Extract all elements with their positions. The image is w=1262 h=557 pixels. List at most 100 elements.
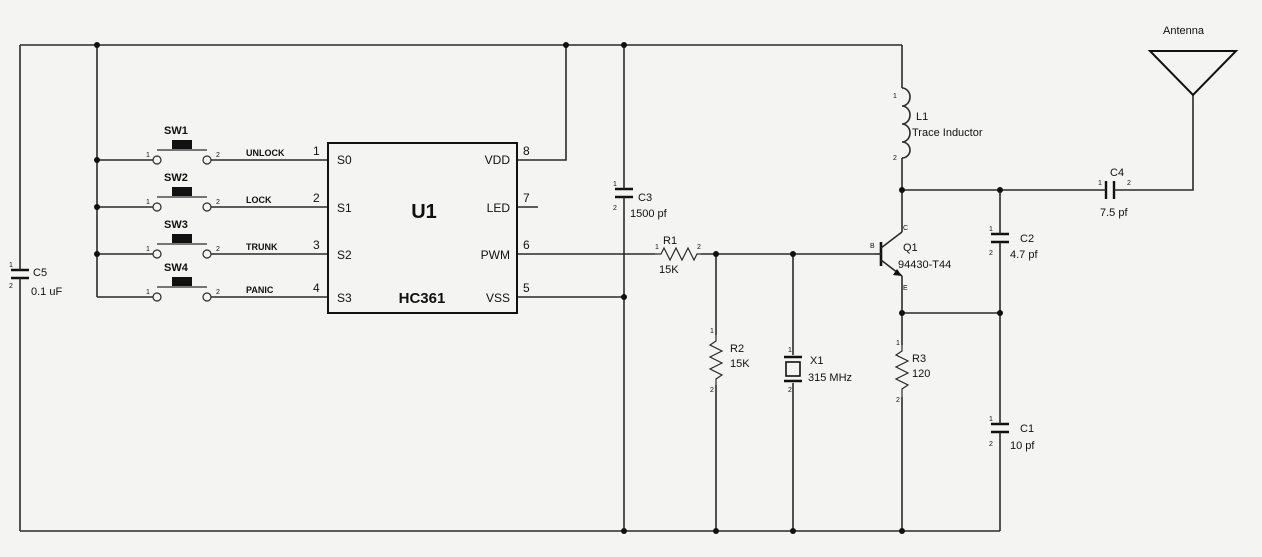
c5-value: 0.1 uF <box>31 286 62 298</box>
pin-number: 1 <box>710 328 714 335</box>
sw1-net-label: UNLOCK <box>246 148 285 158</box>
pin-number: 2 <box>1127 180 1131 187</box>
pin-number: 2 <box>989 250 993 257</box>
junction-dot <box>94 157 100 163</box>
junction-dot <box>621 294 627 300</box>
pin-number: 1 <box>788 347 792 354</box>
junction-dot <box>899 528 905 534</box>
sw2-ref: SW2 <box>164 172 188 184</box>
r2-ref: R2 <box>730 343 744 355</box>
u1-pin-number: 3 <box>313 238 320 252</box>
junction-dot <box>899 310 905 316</box>
r3-ref: R3 <box>912 353 926 365</box>
q1-collector-label: C <box>903 225 908 232</box>
u1-pin-name: S3 <box>337 291 352 305</box>
r1-ref: R1 <box>663 235 677 247</box>
antenna: Antenna <box>1147 25 1239 97</box>
junction-dot <box>713 528 719 534</box>
pin-number: 2 <box>697 244 701 251</box>
q1-base-label: B <box>870 243 875 250</box>
sw2-net-label: LOCK <box>246 195 272 205</box>
junction-dot <box>94 42 100 48</box>
pin-number: 1 <box>893 93 897 100</box>
junction-dot <box>997 187 1003 193</box>
junction-dot <box>621 528 627 534</box>
pin-number: 1 <box>1098 180 1102 187</box>
switch-sw4: 1 2 SW4 PANIC <box>146 262 274 302</box>
u1-pin-number: 5 <box>523 281 530 295</box>
switch-sw3: 1 2 SW3 TRUNK <box>146 219 278 259</box>
c2-value: 4.7 pf <box>1010 249 1038 261</box>
pin-number: 2 <box>989 441 993 448</box>
u1-part: HC361 <box>399 290 446 307</box>
pin-number: 2 <box>893 155 897 162</box>
c1-value: 10 pf <box>1010 440 1035 452</box>
sw3-ref: SW3 <box>164 219 188 231</box>
junction-dot <box>790 251 796 257</box>
c2-ref: C2 <box>1020 233 1034 245</box>
u1-pin-number: 6 <box>523 238 530 252</box>
crystal-x1: 1 2 X1 315 MHz <box>784 347 852 394</box>
c3-ref: C3 <box>638 192 652 204</box>
junction-dot <box>790 528 796 534</box>
pin-number: 2 <box>896 397 900 404</box>
pin-number: 1 <box>989 226 993 233</box>
transistor-q1: B C E Q1 94430-T44 <box>870 225 951 292</box>
sw4-ref: SW4 <box>164 262 189 274</box>
x1-value: 315 MHz <box>808 372 852 384</box>
junction-dot <box>899 187 905 193</box>
c4-value: 7.5 pf <box>1100 207 1128 219</box>
pin-number: 2 <box>216 246 220 253</box>
inductor-l1: 1 2 L1 Trace Inductor <box>893 87 983 162</box>
c3-value: 1500 pf <box>630 208 668 220</box>
u1-pin-name: VDD <box>485 153 511 167</box>
q1-ref: Q1 <box>903 242 918 254</box>
q1-value: 94430-T44 <box>898 259 951 271</box>
capacitor-c4: 1 2 C4 7.5 pf <box>1098 167 1131 219</box>
junction-dot <box>621 42 627 48</box>
pin-number: 1 <box>989 416 993 423</box>
u1-pin-number: 2 <box>313 191 320 205</box>
ic-u1: 1 2 3 4 S0 S1 S2 S3 8 7 6 5 VDD LED PWM … <box>313 142 530 314</box>
q1-emitter-label: E <box>903 285 908 292</box>
resistor-r3: 1 2 R3 120 <box>894 340 930 404</box>
u1-pin-name: PWM <box>481 248 510 262</box>
r1-value: 15K <box>659 264 679 276</box>
l1-value: Trace Inductor <box>912 127 983 139</box>
pin-number: 2 <box>9 283 13 290</box>
pin-number: 1 <box>655 244 659 251</box>
pin-number: 1 <box>146 199 150 206</box>
pin-number: 1 <box>896 340 900 347</box>
junctions <box>94 42 1003 534</box>
c1-ref: C1 <box>1020 423 1034 435</box>
u1-pin-number: 7 <box>523 191 530 205</box>
u1-pin-name: S2 <box>337 248 352 262</box>
pin-number: 1 <box>146 246 150 253</box>
sw4-net-label: PANIC <box>246 285 274 295</box>
junction-dot <box>997 310 1003 316</box>
capacitor-c1: 1 2 C1 10 pf <box>989 416 1035 452</box>
pin-number: 1 <box>613 181 617 188</box>
antenna-label: Antenna <box>1163 25 1205 37</box>
junction-dot <box>563 42 569 48</box>
junction-dot <box>713 251 719 257</box>
pin-number: 1 <box>9 262 13 269</box>
junction-dot <box>94 204 100 210</box>
pin-number: 2 <box>216 199 220 206</box>
sw3-net-label: TRUNK <box>246 242 278 252</box>
r2-value: 15K <box>730 358 750 370</box>
pin-number: 1 <box>146 152 150 159</box>
sw1-ref: SW1 <box>164 125 188 137</box>
c5-ref: C5 <box>33 267 47 279</box>
u1-pin-number: 8 <box>523 144 530 158</box>
capacitor-c3: 1 2 C3 1500 pf <box>613 181 668 220</box>
u1-pin-number: 1 <box>313 144 320 158</box>
wire-c4-antenna <box>1118 95 1194 191</box>
wire-vdd <box>517 45 567 161</box>
capacitor-c5: 1 2 C5 0.1 uF <box>9 262 62 298</box>
l1-ref: L1 <box>916 111 928 123</box>
c4-ref: C4 <box>1110 167 1124 179</box>
u1-pin-number: 4 <box>313 281 320 295</box>
u1-pin-name: VSS <box>486 291 510 305</box>
